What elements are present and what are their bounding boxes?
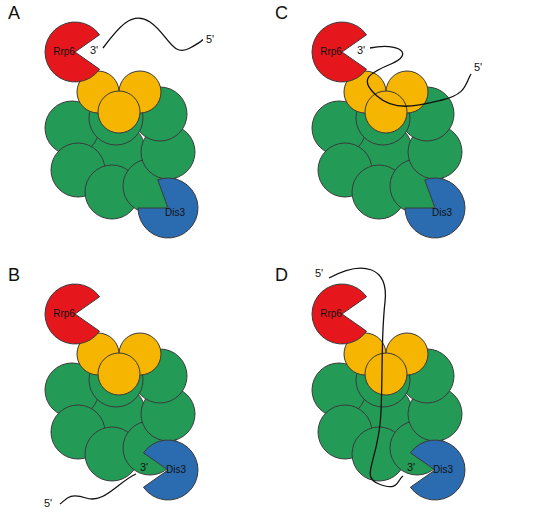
panel-letter: A [8, 4, 20, 22]
enzyme-name: Rrp6 [53, 47, 75, 57]
enzyme-name: Rrp6 [320, 47, 342, 57]
panel-letter: B [8, 266, 20, 284]
enzyme-name: Dis3 [165, 208, 185, 218]
enzyme-shape [45, 22, 100, 82]
rna-end-label: 5' [315, 268, 323, 279]
enzyme-name: Rrp6 [320, 309, 342, 319]
panel-letter: C [275, 4, 288, 22]
enzyme-shape [405, 178, 465, 238]
rna-end-label: 3' [90, 45, 98, 56]
enzyme-shape [143, 440, 198, 500]
enzyme-name: Dis3 [432, 208, 452, 218]
enzyme-name: Rrp6 [53, 309, 75, 319]
rna-end-label: 5' [44, 498, 52, 509]
panel-letter: D [275, 266, 288, 284]
rrp6-enzyme: Rrp6 [312, 284, 372, 344]
enzyme-name: Dis3 [166, 465, 186, 475]
enzyme-shape [312, 22, 367, 82]
dis3-enzyme: Dis3 [138, 178, 198, 238]
dis3-enzyme: Dis3 [405, 178, 465, 238]
enzyme-shape [312, 284, 367, 344]
rna-end-label: 3' [407, 462, 415, 473]
enzyme-shape [138, 178, 198, 238]
rna-end-label: 5' [474, 62, 482, 73]
rrp6-enzyme: Rrp6 [45, 284, 105, 344]
enzyme-name: Dis3 [433, 465, 453, 475]
rna-end-label: 3' [357, 45, 365, 56]
enzyme-shape [45, 284, 100, 344]
enzyme-shape [410, 440, 465, 500]
rna-end-label: 3' [140, 462, 148, 473]
rna-end-label: 5' [206, 34, 214, 45]
